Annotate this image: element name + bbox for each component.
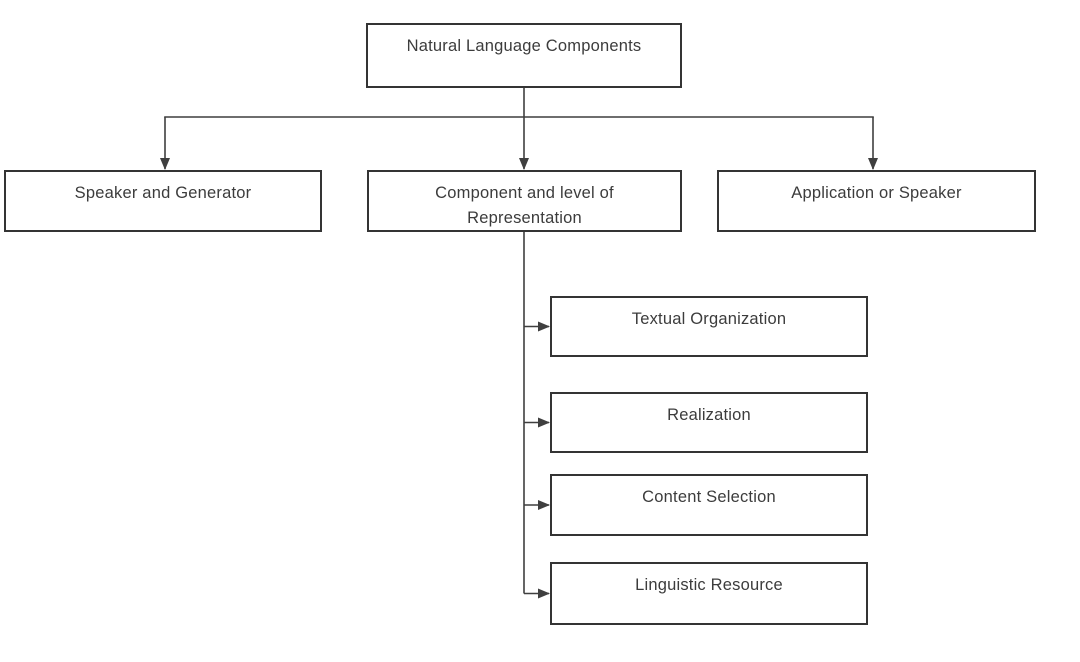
node-content-selection: Content Selection	[550, 474, 868, 536]
node-component-and-level-of-representation: Component and level of Representation	[367, 170, 682, 232]
node-speaker-and-generator: Speaker and Generator	[4, 170, 322, 232]
node-label: Linguistic Resource	[635, 576, 783, 594]
node-label: Application or Speaker	[791, 184, 962, 202]
node-linguistic-resource: Linguistic Resource	[550, 562, 868, 625]
node-label: Component and level of Representation	[435, 184, 614, 227]
node-application-or-speaker: Application or Speaker	[717, 170, 1036, 232]
node-label: Realization	[667, 406, 751, 424]
node-label: Speaker and Generator	[74, 184, 252, 202]
node-natural-language-components: Natural Language Components	[366, 23, 682, 88]
node-label: Content Selection	[642, 488, 776, 506]
node-textual-organization: Textual Organization	[550, 296, 868, 357]
node-label: Natural Language Components	[406, 37, 642, 55]
node-label: Textual Organization	[631, 310, 787, 328]
node-realization: Realization	[550, 392, 868, 453]
